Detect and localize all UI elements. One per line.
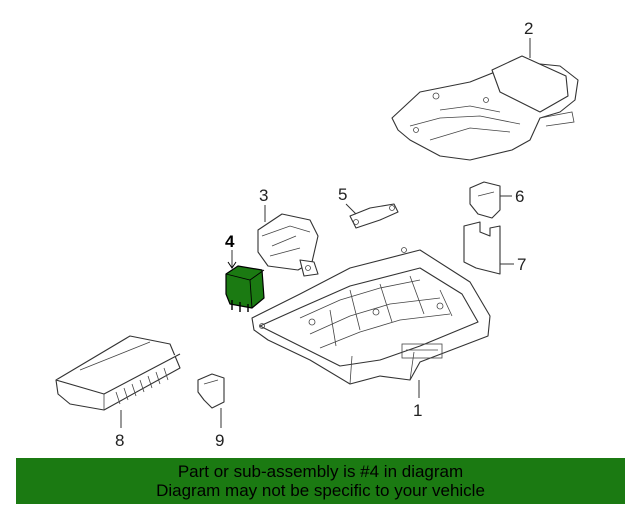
exploded-parts-diagram: 2 3 5 6 7 xyxy=(55,19,579,450)
part-2-mounting-panel[interactable] xyxy=(391,55,579,161)
callout-3[interactable]: 3 xyxy=(259,186,268,205)
callout-7[interactable]: 7 xyxy=(517,255,526,274)
part-5-bracket[interactable] xyxy=(349,203,399,229)
notice-line-disclaimer: Diagram may not be specific to your vehi… xyxy=(156,481,485,500)
diagram-notice-banner: Part or sub-assembly is #4 in diagram Di… xyxy=(16,458,625,504)
leader-line-5 xyxy=(345,203,357,215)
part-6-fuse[interactable] xyxy=(469,181,501,219)
part-9-connector[interactable] xyxy=(197,373,225,409)
part-8-control-module[interactable] xyxy=(55,335,181,411)
callout-4[interactable]: 4 xyxy=(225,232,235,251)
callout-9[interactable]: 9 xyxy=(215,431,224,450)
part-1-junction-block[interactable] xyxy=(251,247,491,385)
callout-5[interactable]: 5 xyxy=(338,185,347,204)
part-4-relay-highlighted[interactable] xyxy=(225,265,265,312)
callout-2[interactable]: 2 xyxy=(524,19,533,38)
leader-arrow-4 xyxy=(227,261,237,269)
callout-1[interactable]: 1 xyxy=(413,401,422,420)
notice-line-part-number: Part or sub-assembly is #4 in diagram xyxy=(177,462,464,481)
callout-6[interactable]: 6 xyxy=(515,187,524,206)
part-7-cover[interactable] xyxy=(463,221,501,275)
part-3-relay-bracket[interactable] xyxy=(257,213,319,277)
callout-8[interactable]: 8 xyxy=(115,431,124,450)
